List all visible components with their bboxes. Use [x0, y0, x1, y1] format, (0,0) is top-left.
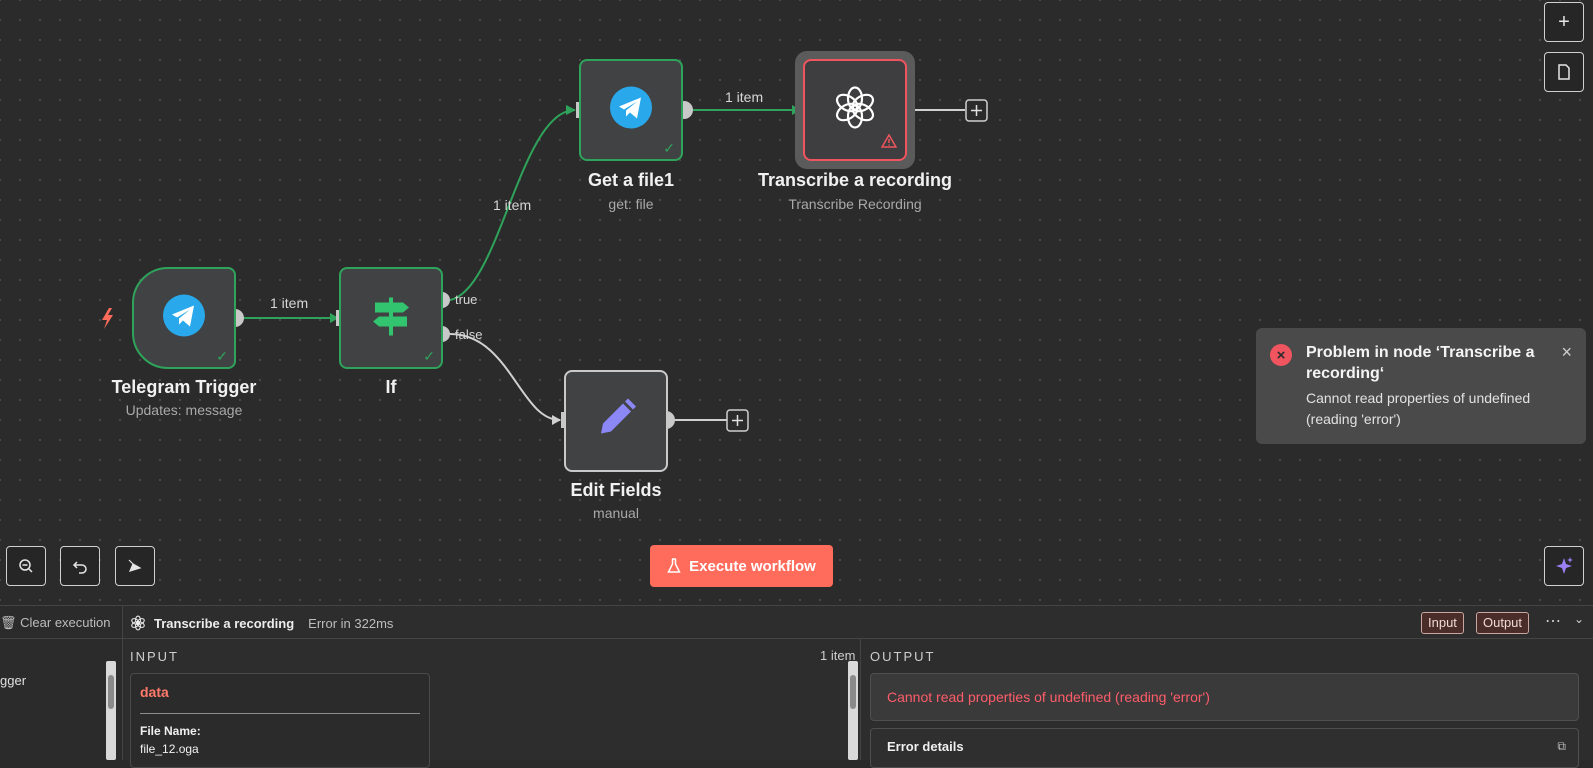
node-subtitle: Transcribe Recording	[788, 196, 922, 212]
copy-icon[interactable]: ⧉	[1557, 739, 1566, 753]
node-get-file[interactable]: ✓	[579, 59, 683, 161]
telegram-icon	[162, 294, 206, 343]
clear-execution-label: Clear execution	[20, 615, 111, 630]
execute-workflow-label: Execute workflow	[689, 557, 816, 575]
node-list-strip: 🗑 Clear execution gger	[0, 606, 123, 760]
signpost-icon	[369, 294, 413, 343]
execute-workflow-button[interactable]: Execute workflow	[650, 545, 833, 587]
node-transcribe-recording[interactable]	[803, 59, 907, 161]
chevron-down-icon[interactable]: ⌄	[1574, 612, 1585, 626]
node-list-item[interactable]: gger	[0, 673, 27, 688]
node-title: If	[385, 377, 397, 397]
output-tab[interactable]: Output	[1476, 612, 1530, 634]
more-options-icon[interactable]: ⋯	[1545, 613, 1561, 630]
success-check-icon: ✓	[216, 348, 228, 364]
panel-divider	[860, 638, 861, 760]
file-name-label: File Name:	[140, 724, 201, 738]
panel-header	[0, 606, 1593, 639]
edge-label: 1 item	[725, 89, 764, 105]
zoom-out-icon	[19, 559, 33, 573]
sparkle-icon	[1556, 557, 1573, 574]
edge-if-getfile	[449, 109, 576, 301]
data-key-label: data	[140, 684, 169, 700]
node-list-scrollbar[interactable]	[106, 661, 116, 760]
input-heading: INPUT	[130, 649, 179, 664]
input-scrollbar[interactable]	[848, 661, 858, 760]
panel-node-reference: Transcribe a recording Error in 322ms	[130, 615, 393, 631]
error-icon: ×	[1270, 344, 1292, 366]
error-details-section[interactable]: Error details ⧉	[870, 728, 1579, 768]
sticky-note-button[interactable]	[1544, 52, 1584, 92]
panel-status: Error in 322ms	[308, 615, 394, 631]
trash-icon: 🗑	[0, 615, 17, 630]
editfields-add-button	[726, 409, 749, 432]
node-subtitle: get: file	[608, 196, 654, 212]
success-check-icon: ✓	[663, 140, 675, 156]
node-if[interactable]: ✓	[339, 267, 443, 369]
node-title: Get a file1	[587, 170, 675, 190]
node-subtitle: Updates: message	[125, 402, 243, 418]
edge-label: 1 item	[270, 295, 309, 311]
tidy-up-button[interactable]	[115, 546, 155, 586]
telegram-icon	[609, 86, 653, 135]
toast-message: Cannot read properties of undefined (rea…	[1306, 390, 1531, 427]
if-true-label: true	[455, 292, 478, 307]
file-name-value: file_12.oga	[140, 742, 199, 756]
warning-icon	[880, 133, 898, 153]
broom-icon	[128, 559, 142, 572]
error-toast: × Problem in node ‘Transcribe a recordin…	[1256, 328, 1586, 444]
workflow-canvas[interactable]: ✓ Telegram Trigger Updates: message ✓ tr…	[0, 0, 1593, 605]
ai-assistant-button[interactable]	[1544, 546, 1584, 586]
trigger-bolt-icon	[102, 308, 113, 329]
output-heading: OUTPUT	[870, 649, 936, 664]
if-false-label: false	[455, 327, 483, 342]
divider	[140, 713, 420, 714]
flask-icon	[667, 558, 681, 573]
input-item-count: 1 item	[820, 648, 856, 663]
node-title: Transcribe a recording	[757, 170, 953, 190]
undo-button[interactable]	[60, 546, 100, 586]
pencil-icon	[593, 396, 639, 447]
add-node-button[interactable]: +	[1544, 2, 1584, 42]
node-subtitle: manual	[593, 505, 639, 521]
node-edit-fields[interactable]	[564, 370, 668, 472]
panel-node-name: Transcribe a recording	[154, 615, 295, 631]
transcribe-add-button	[965, 99, 988, 122]
output-error-box: Cannot read properties of undefined (rea…	[870, 673, 1579, 721]
input-tab[interactable]: Input	[1421, 612, 1464, 634]
note-icon	[1558, 64, 1570, 80]
plus-icon: +	[1558, 10, 1570, 33]
node-title: Edit Fields	[570, 480, 662, 500]
edge-label: 1 item	[493, 197, 532, 213]
node-title: Telegram Trigger	[111, 377, 257, 397]
node-telegram-trigger[interactable]: ✓	[132, 267, 236, 369]
success-check-icon: ✓	[423, 348, 435, 364]
toast-title: Problem in node ‘Transcribe a recording‘	[1306, 344, 1535, 382]
openai-icon	[832, 85, 878, 136]
output-error-message: Cannot read properties of undefined (rea…	[887, 689, 1210, 705]
edge-if-editfields	[449, 333, 561, 421]
clear-execution-button[interactable]: 🗑 Clear execution	[0, 615, 110, 631]
zoom-out-button[interactable]	[6, 546, 46, 586]
error-details-label: Error details	[887, 739, 964, 754]
close-icon[interactable]: ×	[1561, 342, 1572, 362]
input-data-card: data File Name: file_12.oga	[130, 673, 430, 768]
undo-icon	[72, 561, 87, 574]
openai-icon	[131, 615, 145, 631]
execution-panel: 🗑 Clear execution gger Transcribe a reco…	[0, 605, 1593, 768]
